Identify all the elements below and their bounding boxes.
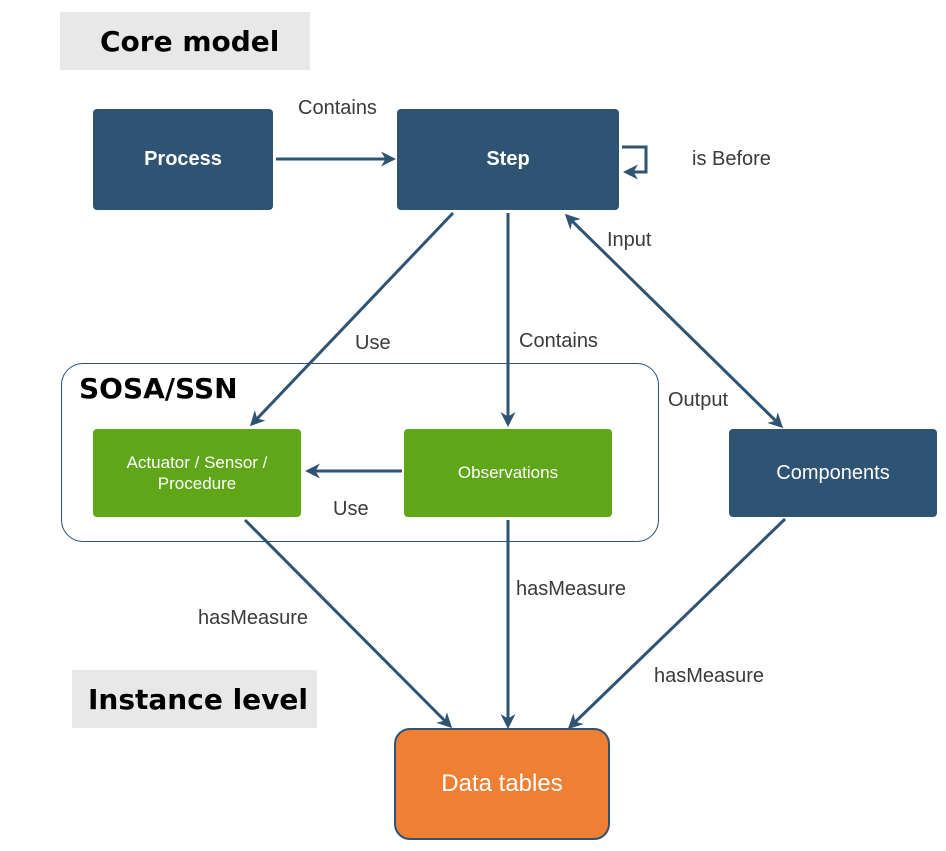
process-node-label: Process	[144, 148, 222, 170]
instance-level-label: Instance level	[72, 670, 317, 728]
label-actuator-data: hasMeasure	[198, 607, 309, 629]
actuator-node-label-line2: Procedure	[157, 474, 237, 493]
label-components-step: Input	[607, 229, 652, 251]
actuator-sensor-procedure-node: Actuator / Sensor / Procedure	[93, 429, 301, 517]
edge-step-actuator	[249, 211, 455, 427]
edge-actuator-data	[243, 518, 453, 729]
actuator-node-label-line1: Actuator / Sensor /	[126, 452, 268, 472]
observations-node: Observations	[404, 429, 612, 517]
core-model-text: Core model	[100, 24, 280, 58]
label-observations-data: hasMeasure	[516, 578, 627, 600]
label-step-actuator: Use	[355, 332, 391, 354]
sosa-ssn-group	[61, 363, 659, 542]
edge-components-data	[567, 517, 787, 730]
label-step-components: Output	[668, 389, 729, 411]
step-node: Step	[397, 109, 619, 210]
data-tables-node: Data tables	[394, 728, 610, 840]
process-node: Process	[93, 109, 273, 210]
sosa-ssn-title: SOSA/SSN	[79, 372, 238, 405]
components-node-label: Components	[776, 461, 890, 484]
label-process-step: Contains	[298, 97, 377, 119]
data-tables-node-label: Data tables	[441, 770, 563, 797]
observations-node-label: Observations	[457, 463, 559, 483]
label-step-observations: Contains	[519, 330, 598, 352]
core-model-label: Core model	[60, 12, 310, 70]
label-observations-actuator: Use	[333, 498, 369, 520]
label-step-self: is Before	[692, 148, 771, 170]
instance-level-text: Instance level	[88, 682, 308, 716]
components-node: Components	[729, 429, 937, 517]
edge-step-self-loop	[622, 145, 648, 180]
edge-step-components	[564, 213, 784, 429]
label-components-data: hasMeasure	[654, 665, 765, 687]
step-node-label: Step	[486, 148, 530, 170]
